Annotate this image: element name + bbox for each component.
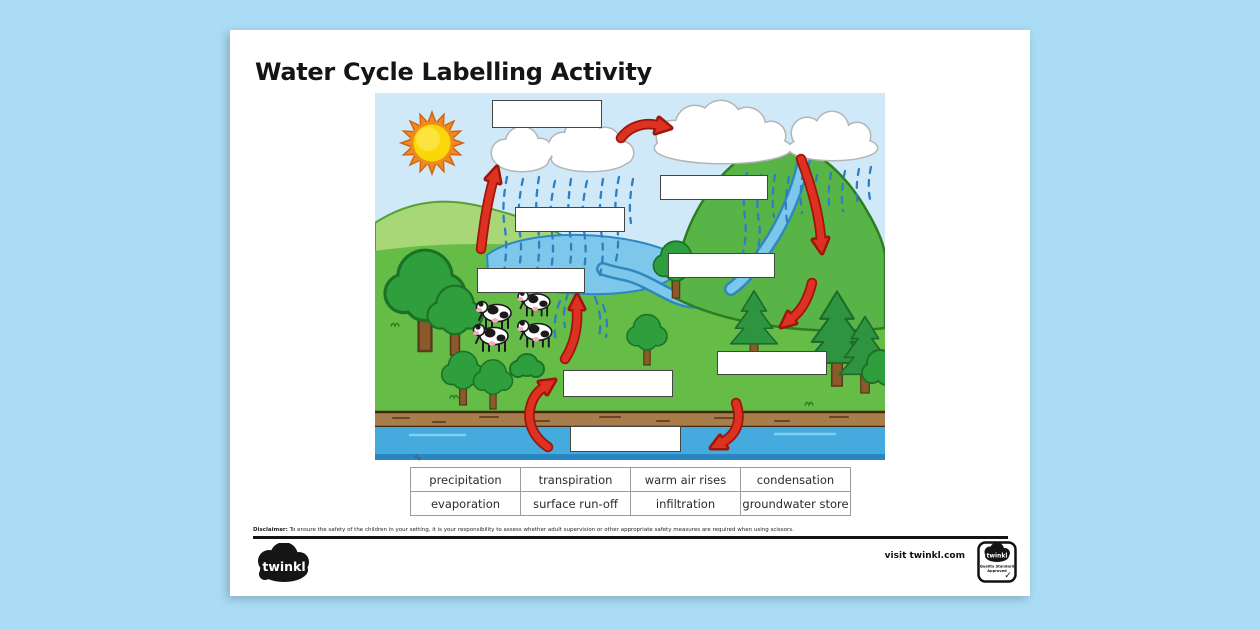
soil-layer (375, 410, 885, 429)
disclaimer-text: Disclaimer: To ensure the safety of the … (253, 527, 794, 533)
red-arrow-up-left (475, 164, 503, 255)
worksheet-page: Water Cycle Labelling Activity (230, 30, 1030, 596)
word-bank-row-2: evaporation surface run-off infiltration… (410, 491, 851, 516)
label-box-3[interactable] (515, 207, 625, 232)
word-bank-table: precipitation transpiration warm air ris… (410, 467, 851, 516)
page-title: Water Cycle Labelling Activity (255, 58, 652, 86)
badge-checkmark-icon: ✓ (1004, 571, 1012, 581)
word-card-infiltration[interactable]: infiltration (630, 491, 741, 516)
visit-twinkl-link: visit twinkl.com (884, 551, 965, 561)
twinkl-logo: twinkl (253, 542, 315, 585)
word-card-condensation[interactable]: condensation (740, 467, 851, 492)
quality-approved-badge: twinkl Quality Standard Approved ✓ (977, 541, 1017, 583)
red-arrow-down-mountain (795, 153, 831, 256)
red-arrow-down-slope (778, 277, 818, 330)
badge-line1: Quality Standard (980, 565, 1015, 569)
red-arrow-up-from-groundwater (524, 377, 558, 453)
vapour-wisps (553, 291, 609, 343)
badge-brand-text: twinkl (987, 553, 1008, 560)
label-box-8[interactable] (570, 426, 681, 452)
label-box-4[interactable] (668, 253, 775, 278)
cloud-right-icon (653, 99, 879, 165)
label-box-2[interactable] (660, 175, 768, 200)
red-arrow-cloud-to-cloud (615, 115, 674, 144)
twinkl-logo-text: twinkl (262, 559, 305, 574)
badge-line2: Approved (987, 569, 1007, 573)
word-bank-row-1: precipitation transpiration warm air ris… (410, 467, 851, 492)
water-cycle-diagram (375, 93, 885, 460)
word-card-transpiration[interactable]: transpiration (520, 467, 631, 492)
footer-divider (253, 536, 1008, 539)
sun-icon (398, 109, 466, 177)
label-box-1[interactable] (492, 100, 602, 128)
word-card-surface-run-off[interactable]: surface run-off (520, 491, 631, 516)
red-arrow-down-to-groundwater (708, 397, 744, 451)
word-card-precipitation[interactable]: precipitation (410, 467, 521, 492)
label-box-5[interactable] (477, 268, 585, 293)
red-arrow-up-centre (559, 292, 587, 365)
word-card-evaporation[interactable]: evaporation (410, 491, 521, 516)
disclaimer-label: Disclaimer: (253, 527, 288, 533)
word-card-groundwater-store[interactable]: groundwater store (740, 491, 851, 516)
word-card-warm-air-rises[interactable]: warm air rises (630, 467, 741, 492)
label-box-7[interactable] (563, 370, 673, 397)
water-cycle-scene (375, 93, 885, 460)
label-box-6[interactable] (717, 351, 827, 375)
rain-left (501, 175, 635, 281)
